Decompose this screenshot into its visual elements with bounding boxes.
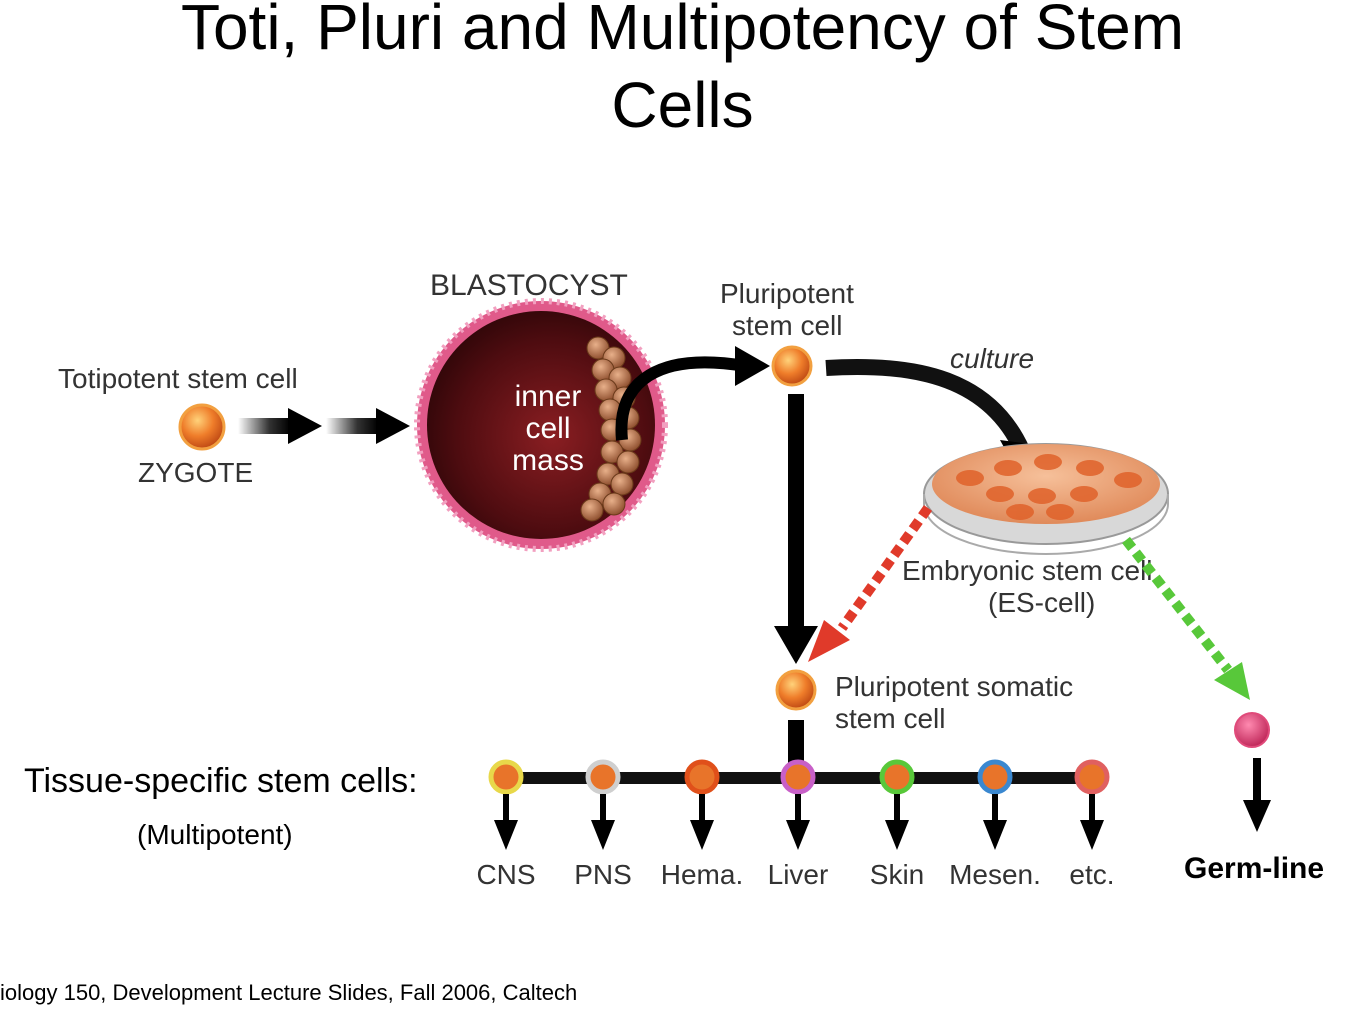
zygote-cell — [178, 403, 226, 451]
multipotent-label: (Multipotent) — [137, 819, 293, 850]
tissue-label: Liver — [768, 859, 829, 890]
tissue-arrow-shaft — [600, 794, 606, 824]
tissue-label: Hema. — [661, 859, 743, 890]
icm-label-3: mass — [512, 444, 584, 477]
totipotent-label: Totipotent stem cell — [58, 363, 298, 394]
tissue-arrow-head — [1080, 820, 1104, 850]
blastocyst-label: BLASTOCYST — [430, 269, 628, 302]
pluripotent-to-somatic-arrow — [774, 394, 818, 664]
tissue-cell-mesen — [977, 759, 1013, 795]
tissue-label: CNS — [476, 859, 535, 890]
tissue-arrow-head — [885, 820, 909, 850]
tissue-specific-label: Tissue-specific stem cells: — [24, 762, 418, 800]
tissue-arrow-head — [591, 820, 615, 850]
tissue-cell-liver — [780, 759, 816, 795]
germ-cell — [1234, 712, 1270, 748]
tissue-arrow-shaft — [699, 794, 705, 824]
icm-label-1: inner — [515, 380, 582, 413]
title-line-1: Toti, Pluri and Multipotency of Stem — [180, 0, 1185, 63]
tissue-cells: CNS PNS Hema. Liver Skin Mesen. etc. — [476, 759, 1115, 890]
tissue-arrow-head — [983, 820, 1007, 850]
es-cell-label-1: Embryonic stem cell — [902, 555, 1153, 586]
pluripotent-cell — [771, 345, 813, 387]
culture-label: culture — [950, 343, 1034, 374]
culture-dish — [923, 443, 1169, 555]
germline-label: Germ-line — [1184, 852, 1324, 885]
icm-to-pluripotent-arrow — [615, 346, 770, 441]
tissue-cell-skin — [879, 759, 915, 795]
tissue-arrow-shaft — [992, 794, 998, 824]
tissue-arrow-shaft — [1089, 794, 1095, 824]
tissue-cell-cns — [488, 759, 524, 795]
tissue-label: etc. — [1069, 859, 1114, 890]
slide-title: Toti, Pluri and Multipotency of Stem Cel… — [0, 0, 1365, 144]
tissue-cell-hema — [684, 759, 720, 795]
tissue-label: Skin — [870, 859, 924, 890]
pluripotent-label-1: Pluripotent — [720, 278, 854, 309]
somatic-label-1: Pluripotent somatic — [835, 671, 1073, 702]
es-to-somatic-arrow — [808, 505, 933, 662]
pluripotent-label-2: stem cell — [732, 310, 842, 341]
germline-arrow — [1243, 758, 1271, 832]
zygote-arrow-1 — [238, 408, 322, 444]
zygote-label: ZYGOTE — [138, 457, 253, 488]
tissue-arrow-head — [786, 820, 810, 850]
tissue-arrow-head — [494, 820, 518, 850]
citation: iology 150, Development Lecture Slides, … — [0, 980, 578, 1005]
somatic-label-2: stem cell — [835, 703, 945, 734]
tissue-arrow-shaft — [795, 794, 801, 824]
tissue-cell-pns — [585, 759, 621, 795]
tissue-cell-etc — [1074, 759, 1110, 795]
somatic-cell — [775, 669, 817, 711]
title-line-2: Cells — [611, 69, 754, 141]
es-to-germline-arrow — [1122, 536, 1250, 700]
zygote-arrow-2 — [326, 408, 410, 444]
es-cell-label-2: (ES-cell) — [988, 587, 1095, 618]
icm-label-2: cell — [525, 412, 570, 445]
tissue-arrow-shaft — [503, 794, 509, 824]
tissue-label: Mesen. — [949, 859, 1041, 890]
tissue-arrow-shaft — [894, 794, 900, 824]
tissue-label: PNS — [574, 859, 632, 890]
tissue-arrow-head — [690, 820, 714, 850]
